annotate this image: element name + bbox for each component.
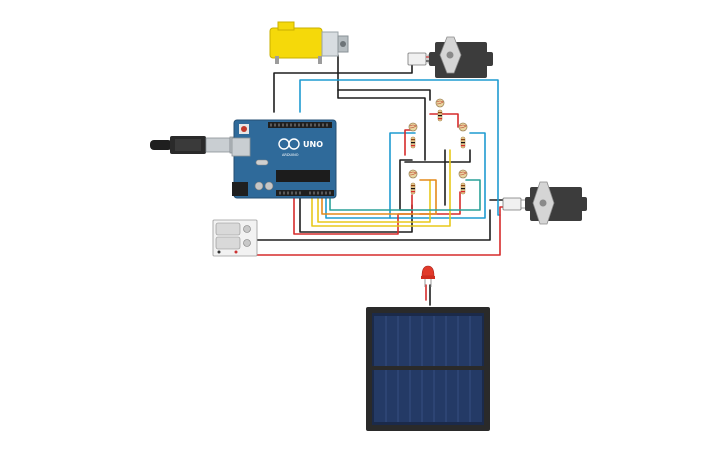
- solar-panel[interactable]: [366, 307, 490, 431]
- resistor[interactable]: [410, 182, 416, 195]
- battery-pack[interactable]: [212, 219, 258, 257]
- resistor[interactable]: [437, 109, 443, 122]
- wire-orange-1: [321, 179, 437, 215]
- resistor[interactable]: [410, 136, 416, 149]
- light-sensor-array: [408, 98, 468, 195]
- wire-black-9: [254, 209, 491, 241]
- wire-yellow-1: [311, 149, 451, 227]
- wire-black-4: [399, 159, 413, 211]
- wire-black-motor: [273, 59, 413, 113]
- yellow-gear-motor[interactable]: [269, 21, 349, 64]
- photoresistor[interactable]: [408, 169, 418, 179]
- wire-yellow-2: [317, 179, 431, 223]
- photoresistor[interactable]: [458, 122, 468, 132]
- wire-black-6: [404, 149, 471, 163]
- wire-blue-1: [299, 79, 501, 216]
- wire-red-4: [429, 113, 459, 128]
- servo-top[interactable]: [407, 36, 493, 78]
- reset-button[interactable]: [241, 126, 247, 132]
- wire-teal-1: [329, 179, 481, 211]
- wire-blue-3: [389, 132, 416, 219]
- arduino-uno-board[interactable]: UNO ARDUINO: [231, 119, 337, 199]
- wire-black-2: [337, 54, 426, 161]
- arduino-logo-icon: [278, 138, 300, 150]
- resistor[interactable]: [460, 136, 466, 149]
- wire-black-3: [337, 89, 431, 101]
- red-led[interactable]: [421, 265, 435, 287]
- photoresistor[interactable]: [408, 122, 418, 132]
- wire-red-3: [404, 129, 413, 156]
- photoresistor[interactable]: [458, 169, 468, 179]
- resistor[interactable]: [460, 182, 466, 195]
- board-model-label: UNO: [303, 140, 323, 149]
- servo-right[interactable]: [502, 181, 587, 225]
- board-brand-label: ARDUINO: [282, 153, 299, 157]
- photoresistor[interactable]: [435, 98, 445, 108]
- wire-blue-2: [325, 132, 486, 219]
